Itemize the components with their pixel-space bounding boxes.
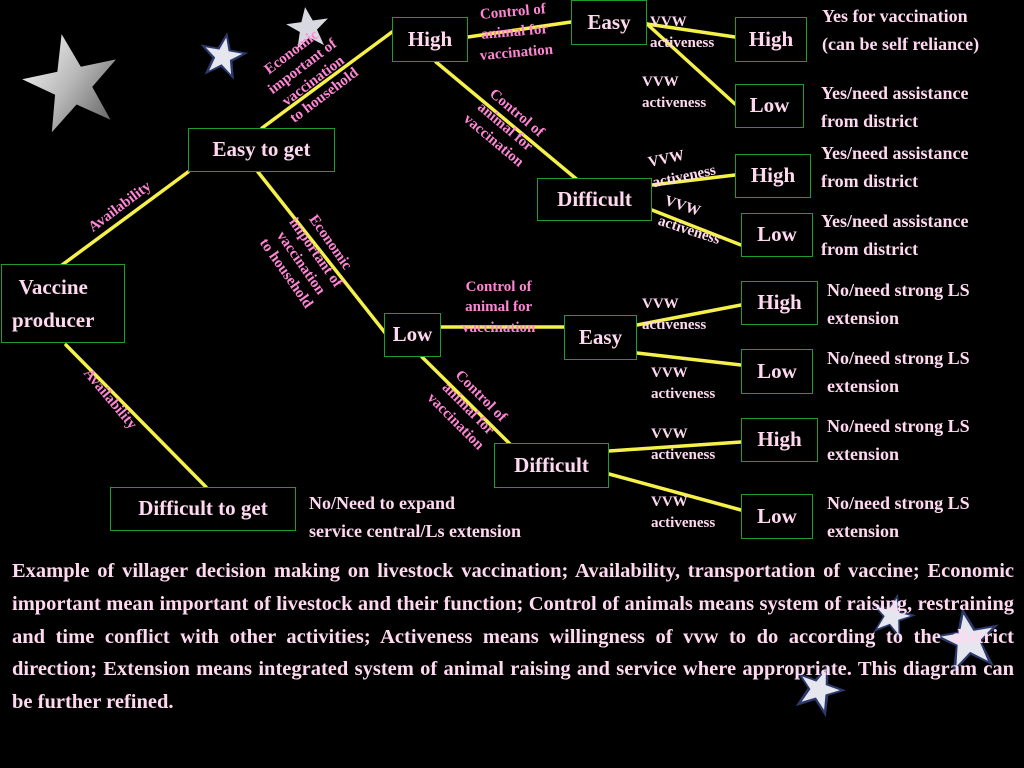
outcome-4: Yes/need assistance from district [821,211,969,259]
star-icon [871,593,917,640]
node-easy-to-get: Easy to get [188,128,335,172]
edge-label-control-easy-low: Control of animal for vaccination [462,279,536,336]
edge-label-vvw-1: VVW activeness [650,14,715,51]
node-control-difficult-low: Difficult [494,443,609,488]
root-node-vaccine-producer: Vaccine producer [1,264,125,343]
outcome-difficult-to-get: No/Need to expand service central/Ls ext… [309,493,521,541]
node-econ-high: High [392,17,468,62]
edge-label-vvw-8: VVW activeness [651,494,716,531]
star-icon [200,32,249,80]
edge-label-vvw-6: VVW activeness [651,365,716,402]
node-vvw-high-3: High [741,281,818,325]
outcome-3: Yes/need assistance from district [821,143,969,191]
edge-label-vvw-7: VVW activeness [651,426,716,463]
node-vvw-high-2: High [735,154,811,198]
node-vvw-low-2: Low [741,213,813,257]
outcome-1: Yes for vaccination (can be self relianc… [822,6,980,54]
star-icon [795,664,847,718]
outcome-2: Yes/need assistance from district [821,83,969,131]
node-control-easy-low: Easy [564,315,637,360]
node-vvw-high-4: High [741,418,818,462]
outcome-5: No/need strong LS extension [827,280,970,328]
caption-text: Example of villager decision making on l… [12,560,1014,714]
edge-label-vvw-5: VVW activeness [642,296,707,333]
node-vvw-low-4: Low [741,494,813,539]
node-control-easy-high: Easy [571,0,647,45]
node-vvw-low-1: Low [735,84,804,128]
outcome-6: No/need strong LS extension [827,348,970,396]
star-icon [286,7,328,49]
edge-label-vvw-2: VVW activeness [642,74,707,111]
outcome-7: No/need strong LS extension [827,416,970,464]
node-econ-low: Low [384,313,441,357]
edge-label-control-easy-high: Control of animal for vaccination [479,1,554,64]
node-difficult-to-get: Difficult to get [110,487,296,531]
star-icon [22,34,117,133]
node-vvw-high-1: High [735,17,807,62]
star-icon [933,607,999,674]
node-vvw-low-3: Low [741,349,813,394]
outcome-8: No/need strong LS extension [827,493,970,541]
node-control-difficult-high: Difficult [537,178,652,221]
